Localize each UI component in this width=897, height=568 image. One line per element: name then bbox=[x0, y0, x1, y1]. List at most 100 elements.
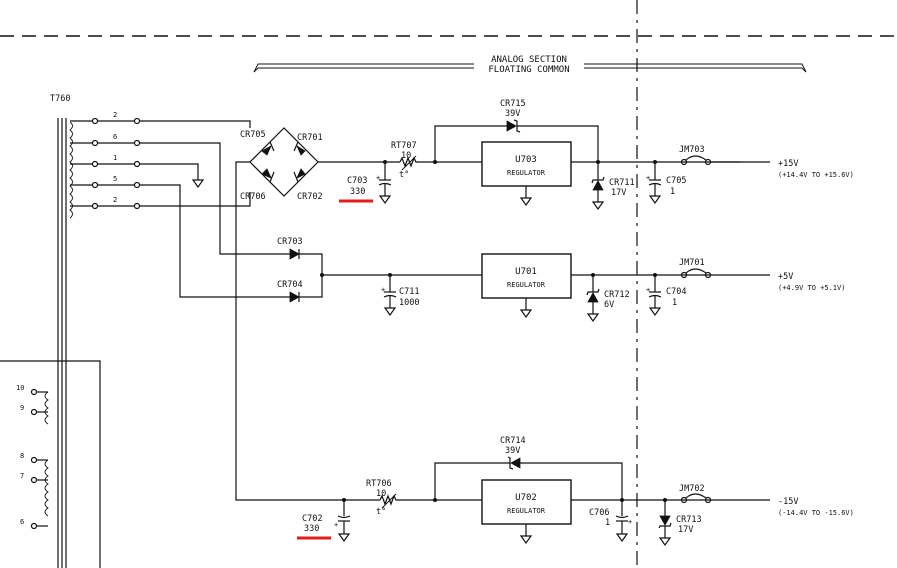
analog-section-bracket bbox=[253, 63, 807, 73]
rt707-temp: t° bbox=[399, 170, 409, 180]
wire-cr714-in bbox=[434, 462, 510, 500]
cr714-zener bbox=[507, 456, 521, 470]
svg-text:+: + bbox=[381, 286, 385, 294]
c703-capacitor: + bbox=[376, 162, 392, 205]
svg-text:+: + bbox=[646, 286, 650, 294]
section-label-line2: FLOATING COMMON bbox=[488, 65, 569, 75]
ground-symbol-tap bbox=[191, 179, 205, 189]
jm702-jumper bbox=[680, 493, 712, 504]
tap-wiring bbox=[140, 120, 290, 298]
rt707-thermistor bbox=[399, 155, 435, 171]
sec-pin-10: 10 bbox=[16, 384, 24, 392]
cr704-diode bbox=[289, 291, 300, 303]
svg-text:+: + bbox=[376, 174, 380, 182]
cr712-label: CR712 bbox=[604, 290, 630, 300]
c706-capacitor: + bbox=[615, 500, 632, 543]
c702-capacitor: + bbox=[334, 500, 351, 543]
cr715-value: 39V bbox=[505, 109, 520, 119]
rt706-thermistor bbox=[379, 493, 435, 509]
cr714-value: 39V bbox=[505, 446, 520, 456]
c705-capacitor: + bbox=[646, 162, 662, 205]
cr714-label: CR714 bbox=[500, 436, 526, 446]
jm703-label: JM703 bbox=[679, 145, 705, 155]
u701-regulator bbox=[481, 253, 572, 299]
wire-cr714-out bbox=[520, 462, 623, 500]
u702-sub: REGULATOR bbox=[507, 507, 546, 515]
u701-name: U701 bbox=[515, 267, 537, 277]
c711-capacitor: + bbox=[381, 275, 397, 317]
u702-regulator bbox=[481, 479, 572, 525]
c705-label: C705 bbox=[666, 176, 686, 186]
cr703-diode bbox=[289, 248, 300, 260]
voltage-15-range: (+14.4V TO +15.6V) bbox=[778, 171, 854, 179]
c711-value: 1000 bbox=[399, 298, 419, 308]
c711-label: C711 bbox=[399, 287, 419, 297]
transformer-label: T760 bbox=[50, 94, 70, 104]
ground-symbol-u701 bbox=[519, 298, 533, 319]
rt707-label: RT707 bbox=[391, 141, 417, 151]
cr706-label: CR706 bbox=[240, 192, 266, 202]
c704-value: 1 bbox=[672, 298, 677, 308]
c702-value: 330 bbox=[304, 524, 319, 534]
cr704-label: CR704 bbox=[277, 280, 303, 290]
secondary-transformer bbox=[0, 360, 101, 568]
section-label-line1: ANALOG SECTION bbox=[491, 55, 567, 65]
u701-sub: REGULATOR bbox=[507, 281, 546, 289]
ground-symbol-u703 bbox=[519, 186, 533, 207]
jm701-jumper bbox=[680, 268, 712, 279]
svg-text:+: + bbox=[628, 518, 632, 526]
cr705-label: CR705 bbox=[240, 130, 266, 140]
cr713-value: 17V bbox=[678, 525, 693, 535]
cr712-zener bbox=[586, 275, 600, 323]
cr711-label: CR711 bbox=[609, 178, 635, 188]
wire-cr715-out bbox=[517, 125, 599, 162]
u703-name: U703 bbox=[515, 155, 537, 165]
transformer-taps bbox=[70, 117, 141, 210]
cr711-zener bbox=[591, 162, 605, 211]
rt707-value: 10 bbox=[401, 151, 411, 161]
voltage-neg15-label: -15V bbox=[778, 497, 798, 507]
jm703-jumper bbox=[680, 155, 712, 166]
c704-capacitor: + bbox=[646, 275, 662, 317]
voltage-neg15-range: (-14.4V TO -15.6V) bbox=[778, 509, 854, 517]
rt706-value: 10 bbox=[376, 489, 386, 499]
bridge-rectifier bbox=[249, 127, 319, 197]
cr715-label: CR715 bbox=[500, 99, 526, 109]
rt706-temp: t° bbox=[376, 507, 386, 517]
c706-value: 1 bbox=[605, 518, 610, 528]
jm702-label: JM702 bbox=[679, 484, 705, 494]
sec-pin-6: 6 bbox=[20, 518, 24, 526]
rt706-label: RT706 bbox=[366, 479, 392, 489]
sec-pin-8: 8 bbox=[20, 452, 24, 460]
cr703-label: CR703 bbox=[277, 237, 303, 247]
tap-label-4: 5 bbox=[113, 175, 117, 183]
c702-label: C702 bbox=[302, 514, 322, 524]
svg-text:+: + bbox=[646, 174, 650, 182]
ground-symbol-u702 bbox=[519, 524, 533, 545]
tap-label-1: 2 bbox=[113, 111, 117, 119]
jm701-label: JM701 bbox=[679, 258, 705, 268]
voltage-5-label: +5V bbox=[778, 272, 793, 282]
tap-label-3: 1 bbox=[113, 154, 117, 162]
cr701-label: CR701 bbox=[297, 133, 323, 143]
sec-pin-9: 9 bbox=[20, 404, 24, 412]
c703-label: C703 bbox=[347, 176, 367, 186]
voltage-5-range: (+4.9V TO +5.1V) bbox=[778, 284, 845, 292]
cr702-label: CR702 bbox=[297, 192, 323, 202]
cr713-zener bbox=[658, 500, 672, 547]
svg-text:+: + bbox=[334, 521, 338, 529]
u702-name: U702 bbox=[515, 493, 537, 503]
cr712-value: 6V bbox=[604, 300, 614, 310]
wire-cr703-cr704 bbox=[299, 253, 323, 298]
tap-label-5: 2 bbox=[113, 196, 117, 204]
wire-bridge-neg bbox=[235, 161, 380, 501]
wire-cr715-in bbox=[434, 125, 507, 162]
c703-value: 330 bbox=[350, 187, 365, 197]
voltage-15-label: +15V bbox=[778, 159, 798, 169]
transformer-core bbox=[57, 118, 73, 568]
c704-label: C704 bbox=[666, 287, 686, 297]
c706-label: C706 bbox=[589, 508, 609, 518]
c705-value: 1 bbox=[670, 187, 675, 197]
